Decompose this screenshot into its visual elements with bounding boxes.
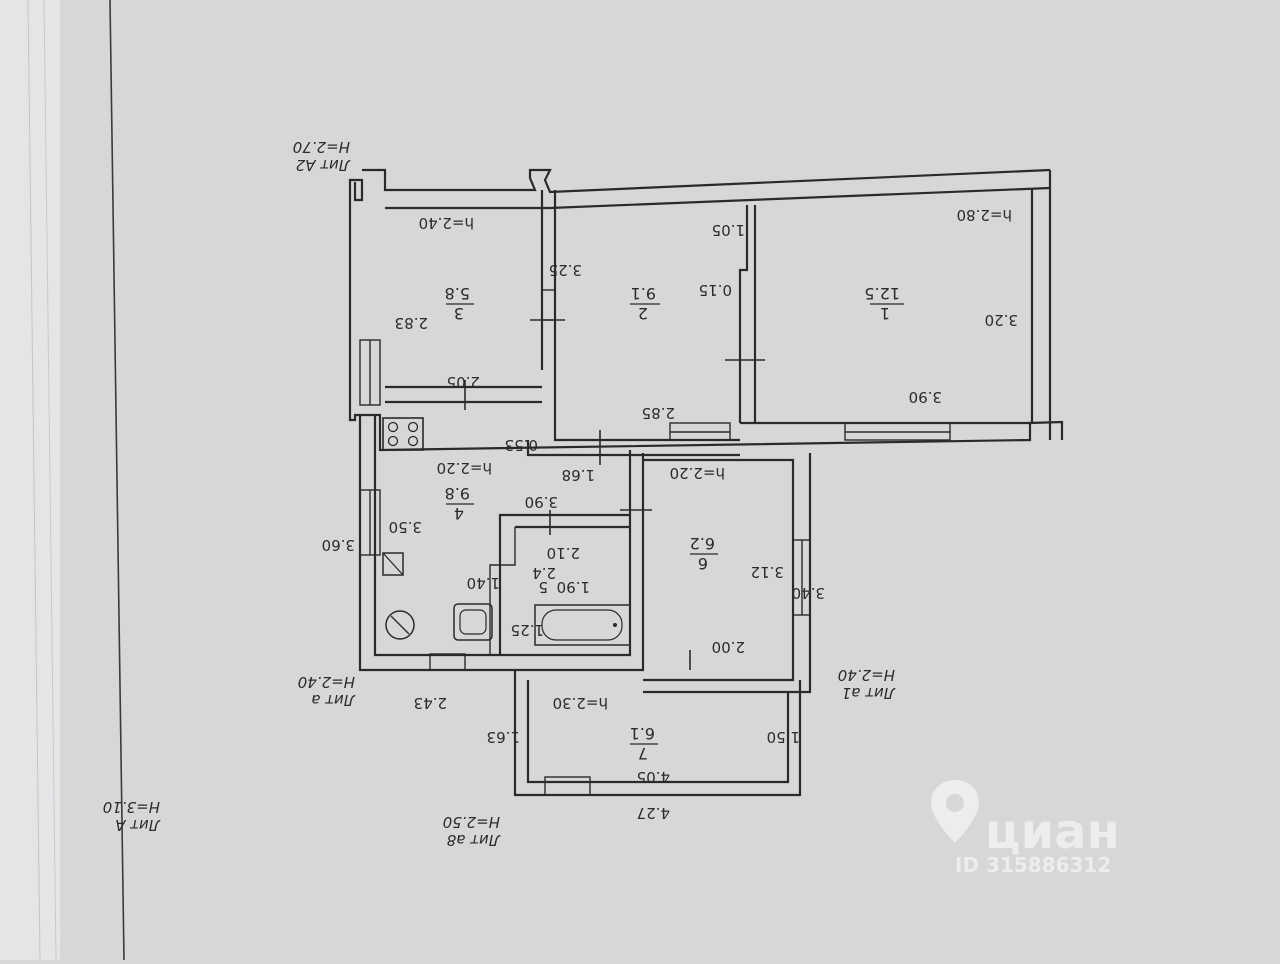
dim-3-60: 3.60 — [322, 536, 355, 554]
dim-4-27: 4.27 — [637, 804, 670, 822]
door-marks — [464, 319, 765, 670]
room-5-number: 5 — [538, 578, 548, 596]
room-4-number: 4 — [454, 504, 464, 523]
dim-1-63: 1.63 — [487, 728, 520, 746]
dim-2-00: 2.00 — [712, 638, 745, 656]
lit-a-name: Лит А — [115, 816, 161, 834]
room-2-area: 9.1 — [631, 284, 656, 303]
dim-1-05: 1.05 — [712, 221, 745, 239]
sink-icon — [453, 603, 493, 641]
room-7-number: 7 — [638, 744, 648, 763]
room-2-number: 2 — [638, 304, 648, 323]
lit-a1-height: H=2.40 — [838, 666, 895, 684]
room-1-number: 1 — [880, 304, 890, 323]
room-3-height: h=2.40 — [419, 214, 474, 232]
plan-rotated-group — [348, 168, 1064, 797]
lit-a2-name: Лит А2 — [296, 156, 351, 174]
lit-a-height: H=3.10 — [103, 798, 160, 816]
room-6-area: 6.2 — [690, 534, 715, 553]
plan-labels: Лит А H=3.10 Лит А2 H=2.70 Лит а H=2.40 … — [103, 138, 1018, 849]
dim-1-25: 1.25 — [511, 621, 544, 639]
dim-3-20: 3.20 — [985, 311, 1018, 329]
dim-0-15: 0.15 — [699, 281, 732, 299]
lit-a2-height: H=2.70 — [293, 138, 350, 156]
dim-2-05: 2.05 — [447, 373, 480, 391]
boiler-icon — [385, 610, 415, 640]
watermark-brand: циан — [985, 804, 1120, 860]
dim-3-25: 3.25 — [549, 261, 582, 279]
room-1-area: 12.5 — [864, 284, 900, 303]
dim-1-90: 1.90 — [557, 578, 590, 596]
lit-a8-name: Лит а8 — [447, 831, 501, 849]
windows — [359, 289, 951, 671]
lit-a1-name: Лит а1 — [842, 684, 896, 702]
room-7-area: 6.1 — [630, 724, 655, 743]
room-6-height: h=2.20 — [670, 464, 725, 482]
sheet-frame-line — [109, 0, 125, 961]
lit-a-small-height: H=2.40 — [298, 673, 355, 691]
bathtub-icon — [534, 604, 631, 646]
cian-watermark: циан ID 315886312 — [931, 780, 1120, 877]
room-4-height: h=2.20 — [437, 459, 492, 477]
lit-a8-height: H=2.50 — [443, 813, 500, 831]
location-pin-icon — [931, 780, 979, 843]
dim-1-68: 1.68 — [562, 466, 595, 484]
dim-0-53: 0.53 — [505, 436, 538, 454]
room-1-height: h=2.80 — [957, 206, 1012, 224]
dim-1-40: 1.40 — [467, 574, 500, 592]
stove-icon — [382, 417, 424, 451]
dim-3-90-room1: 3.90 — [909, 388, 942, 406]
dim-2-83: 2.83 — [395, 314, 428, 332]
dim-3-40: 3.40 — [792, 584, 825, 602]
watermark-id: ID 315886312 — [955, 853, 1111, 877]
dim-2-10: 2.10 — [547, 544, 580, 562]
dim-2-85: 2.85 — [642, 404, 675, 422]
dim-3-90-kitchen: 3.90 — [525, 493, 558, 511]
room-3-area: 5.8 — [445, 284, 470, 303]
dim-4-05: 4.05 — [637, 768, 670, 786]
room-7-height: h=2.30 — [553, 694, 608, 712]
dim-3-50: 3.50 — [389, 518, 422, 536]
dim-1-50: 1.50 — [767, 728, 800, 746]
room-6-number: 6 — [698, 554, 708, 573]
room-5-area: 2.4 — [532, 564, 556, 582]
room-4-area: 9.8 — [445, 484, 470, 503]
room-3-number: 3 — [454, 304, 464, 323]
water-heater-icon — [382, 552, 404, 576]
lit-a-small-name: Лит а — [311, 691, 356, 709]
dim-3-12: 3.12 — [751, 563, 784, 581]
dim-2-43: 2.43 — [414, 694, 447, 712]
